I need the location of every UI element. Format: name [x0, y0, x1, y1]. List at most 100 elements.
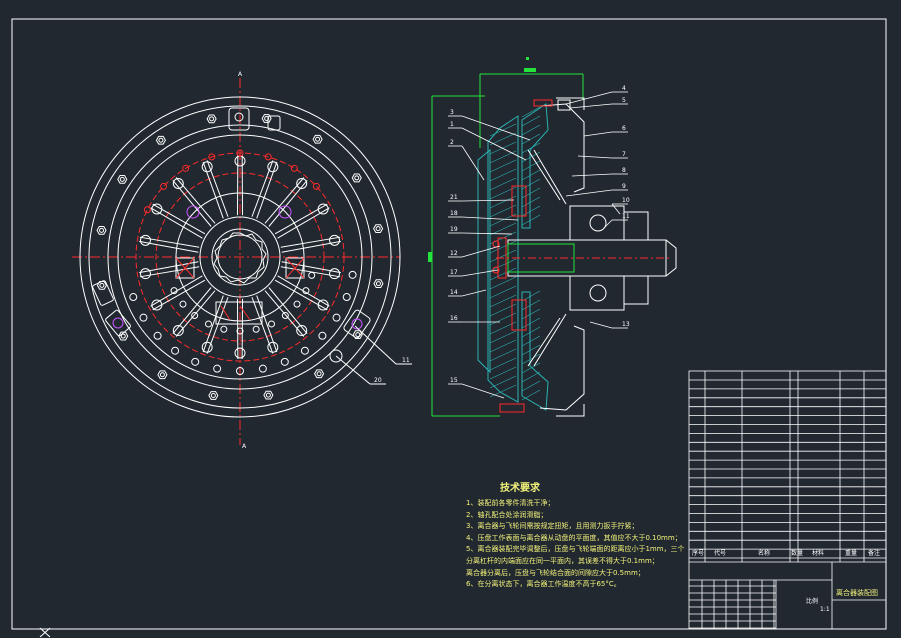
hatch-line	[489, 357, 517, 371]
pitch-hole	[236, 149, 244, 157]
leader-line	[565, 91, 613, 105]
pitch-hole	[208, 153, 216, 161]
hatch-line	[521, 133, 541, 145]
drawing-title: 离合器装配图	[836, 589, 878, 597]
hatch-line	[521, 308, 541, 320]
finger-hole	[267, 161, 279, 173]
clutch-front-view: A A 11 20	[72, 71, 412, 450]
section-mark-top: A	[238, 71, 243, 78]
hatch-line	[489, 222, 517, 236]
finger-hole	[267, 341, 279, 353]
header-name: 名称	[758, 550, 771, 557]
hex-bolt	[155, 135, 166, 145]
finger-edge	[139, 266, 200, 278]
rivet-hole	[153, 331, 162, 340]
hex-bolt	[96, 280, 107, 290]
tech-req-item: 3、离合器与飞轮间需按规定扭矩，且用测力扳手拧紧；	[466, 522, 639, 531]
balloon-label: 10	[622, 197, 630, 204]
hatch-line	[521, 160, 541, 172]
finger-edge	[202, 161, 224, 219]
rivet-hole	[281, 311, 289, 319]
hatch-line	[489, 384, 517, 398]
leader-line	[571, 173, 613, 177]
bolt-hole	[355, 332, 361, 338]
hatch-line	[521, 106, 541, 118]
rivet-hole	[302, 287, 310, 295]
rivet-hole	[258, 364, 267, 373]
inner-hole-ring	[129, 149, 357, 375]
finger-hole	[317, 299, 329, 311]
balloon-label: 14	[450, 289, 458, 296]
bolt-hole	[354, 175, 360, 181]
finger-hole	[172, 325, 184, 337]
section-mark-bottom: A	[242, 443, 247, 450]
balloon-label: 20	[374, 377, 382, 384]
rivet-hole	[236, 327, 244, 335]
rivet-hole	[332, 313, 341, 322]
rivet-hole	[293, 300, 301, 308]
hatch-line	[489, 339, 517, 353]
rivet-hole	[318, 331, 327, 340]
hatch-line	[521, 326, 541, 338]
finger-hole	[296, 177, 308, 189]
balloon-label: 15	[450, 377, 458, 384]
hex-bolt	[263, 390, 274, 400]
bolt-hole	[375, 281, 381, 287]
rivet-hole	[300, 346, 309, 355]
finger-hole	[296, 325, 308, 337]
finger-edge	[281, 240, 341, 253]
hatch-line	[521, 299, 541, 311]
technical-requirements: 技术要求 1、装配前各零件清洗干净； 2、轴孔配合处涂润滑脂； 3、离合器与飞轮…	[466, 482, 685, 591]
rivet-hole	[191, 311, 199, 319]
rivet-hole	[213, 364, 222, 373]
tech-req-title: 技术要求	[500, 483, 540, 494]
hex-bolt	[206, 114, 217, 124]
rivet-hole	[170, 287, 178, 295]
finger-hole	[329, 234, 341, 246]
leader-line	[461, 232, 513, 235]
rivet-hole	[236, 367, 244, 375]
rivet-hole	[139, 313, 148, 322]
bolt-hole	[209, 116, 215, 122]
rivet-hole	[268, 320, 276, 328]
tech-req-item: 离合器分离后，压盘与飞轮结合面的间隙应大于0.5mm；	[466, 568, 645, 577]
finger-edge	[139, 236, 200, 248]
rivet-hole	[342, 293, 351, 302]
hex-bolt	[312, 134, 323, 144]
finger-edge	[256, 161, 278, 219]
balloon-label: 2	[450, 139, 454, 146]
balloon-label: 7	[622, 151, 626, 158]
hatch-line	[489, 177, 517, 191]
hatch-line	[521, 205, 541, 217]
hatch-line	[521, 380, 541, 392]
hatch-line	[521, 353, 541, 365]
hatch-line	[521, 290, 541, 302]
hatch-line	[521, 178, 541, 190]
hex-bolt	[157, 370, 168, 380]
hatch-line	[489, 294, 517, 308]
leader-line	[577, 155, 613, 159]
tech-req-item: 4、压盘工作表面与离合器从动盘的平面度，其值应不大于0.10mm；	[466, 533, 682, 542]
finger-hole	[151, 299, 163, 311]
hex-bolt	[373, 224, 384, 234]
hatch-line	[489, 240, 517, 254]
balloon-label: 11	[402, 357, 410, 364]
finger-hole	[172, 177, 184, 189]
hatch-line	[521, 115, 541, 127]
header-weight: 重量	[845, 550, 858, 557]
hex-bolt	[373, 279, 384, 289]
hatch-line	[489, 132, 517, 146]
hatch-line	[521, 389, 541, 401]
header-index: 序号	[692, 550, 705, 557]
leader-line	[461, 199, 515, 202]
hatch-line	[521, 317, 541, 329]
leader-line	[603, 219, 613, 229]
tech-req-item: 1、装配前各零件清洗干净；	[466, 499, 555, 507]
balloon-label: 21	[450, 194, 458, 201]
balloon-label: 3	[450, 109, 454, 116]
pitch-hole	[264, 153, 272, 161]
rivet-hole	[171, 346, 180, 355]
header-qty: 数量	[791, 550, 804, 557]
hatch-line	[489, 348, 517, 362]
